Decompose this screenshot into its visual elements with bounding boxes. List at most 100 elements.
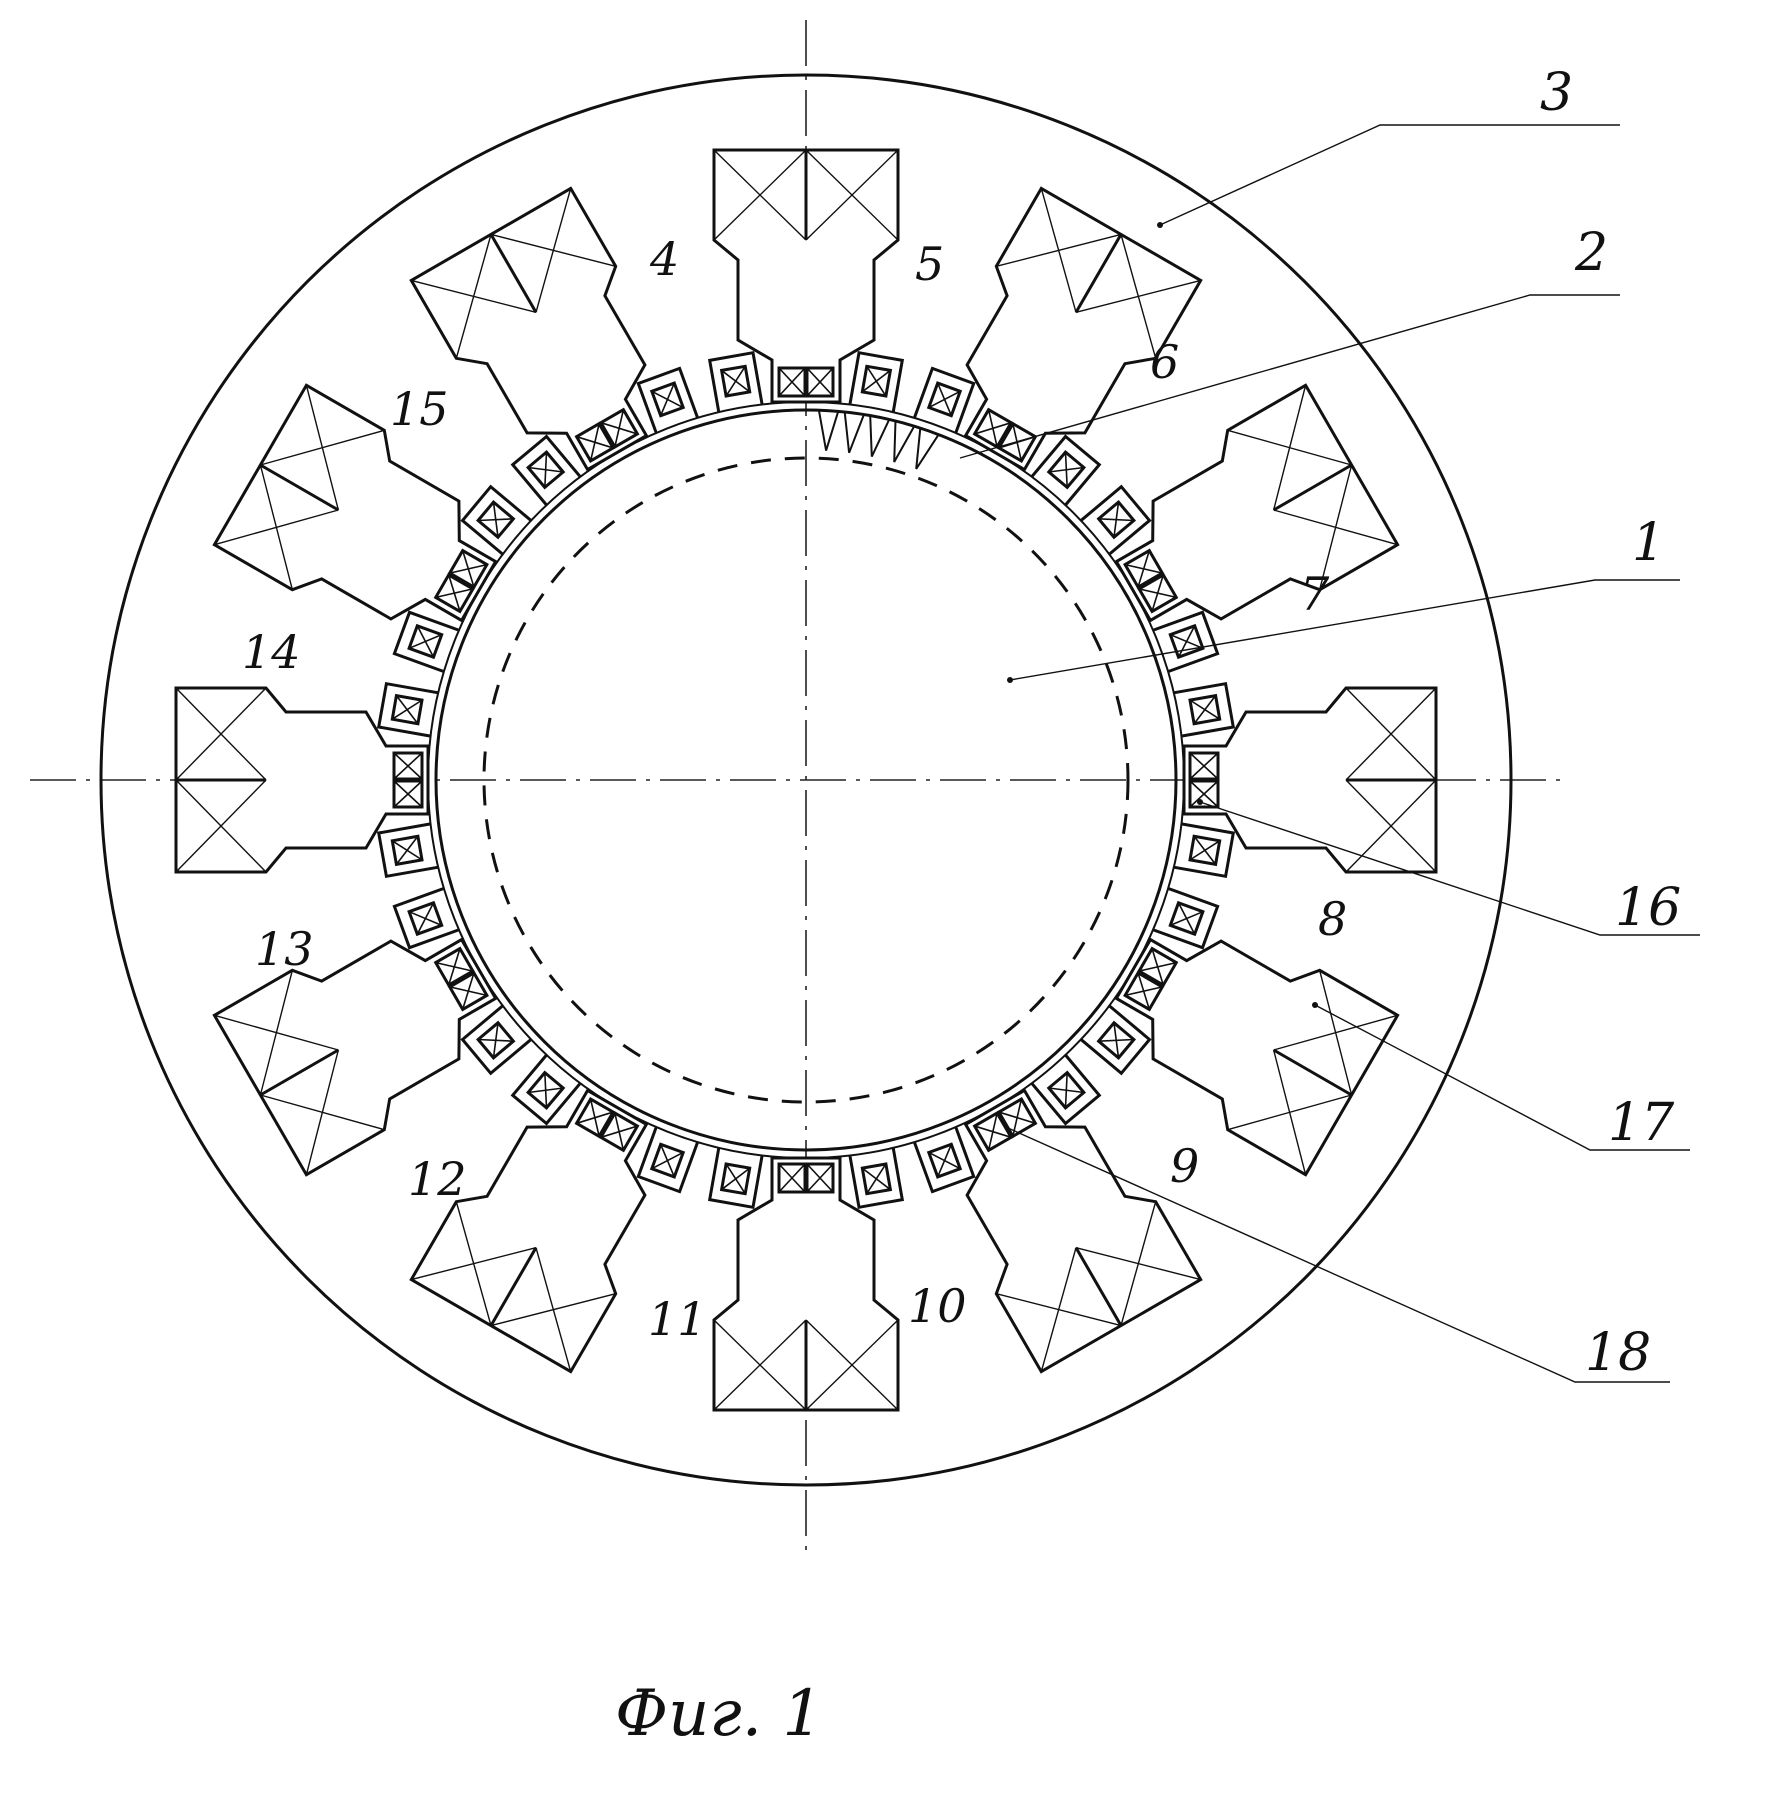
tooth-6-1-coil-cross-b — [659, 1143, 676, 1178]
tooth-3-0-coil-cross-b — [1189, 840, 1221, 861]
pole-label-5: 5 — [915, 237, 944, 291]
leader-17 — [1314, 1004, 1690, 1151]
tooth-3-1-outline — [1153, 887, 1220, 950]
pole-15-hatch-3 — [490, 233, 616, 268]
tooth-5-0-coil-cross-b — [928, 1151, 961, 1170]
tooth-2-0 — [1153, 610, 1220, 673]
tooth-5-1 — [848, 1148, 905, 1210]
tooth-6-0-coil-cross-b — [725, 1163, 746, 1195]
pole-15-coil-left-cross-b — [576, 435, 614, 449]
pole-12-hatch-1 — [305, 1049, 340, 1175]
stator-outer-circle — [99, 73, 1513, 1487]
pole-7-coil-right-cross-b — [1189, 780, 1219, 808]
pole-5-divider — [1074, 233, 1123, 314]
tooth-8-0-outline — [392, 887, 459, 950]
tooth-4-1-outline — [1030, 1054, 1102, 1126]
pole-11-hatch-3 — [455, 1201, 492, 1326]
tooth-9-0-coil-cross-b — [391, 699, 423, 720]
pole-14-hatch-3 — [260, 429, 385, 466]
tooth-11-0 — [636, 366, 699, 433]
tooth-4-0-coil-cross-b — [1098, 1038, 1134, 1042]
pole-8 — [1114, 937, 1400, 1177]
tooth-5-1-outline — [848, 1148, 905, 1210]
callout-labels: 3 2 1 16 17 18 — [1540, 63, 1681, 1383]
callout-1: 1 — [1632, 513, 1665, 573]
pole-4-hatch-3 — [805, 149, 899, 241]
pole-12-divider — [259, 1048, 340, 1097]
tooth-7-0-coil-cross-b — [544, 1072, 548, 1108]
pole-5-coil-left-cross-b — [987, 409, 998, 448]
pole-11-coil-left-cross-b — [614, 1112, 625, 1151]
tooth-6-1-outline — [636, 1127, 699, 1194]
pole-4-hatch-1 — [713, 149, 807, 241]
tooth-0-0-coil-cross-b — [866, 365, 887, 397]
tooth-11-0-coil-cross-b — [651, 390, 684, 409]
tooth-5-1-coil-cross-b — [861, 1167, 891, 1191]
pole-7-hatch-1 — [1345, 687, 1437, 781]
rotor-tooth-4 — [915, 428, 940, 470]
pole-label-12: 12 — [408, 1152, 467, 1206]
pole-14-coil-right-cross-b — [449, 563, 488, 574]
tooth-7-1 — [460, 1004, 532, 1076]
pole-13-hatch-3 — [175, 687, 267, 781]
pole-6 — [1114, 383, 1400, 623]
leader-16 — [1199, 801, 1700, 936]
callout-17: 17 — [1608, 1093, 1675, 1153]
tooth-9-1-outline — [392, 610, 459, 673]
callout-18: 18 — [1585, 1323, 1651, 1383]
pole-label-14: 14 — [242, 625, 301, 679]
leader-dot-16 — [1197, 799, 1203, 805]
tooth-8-0 — [392, 887, 459, 950]
figure-caption: Фиг. 1 — [615, 1677, 823, 1751]
tooth-0-1-coil-cross-b — [936, 382, 953, 417]
rotor-tooth-3 — [893, 420, 916, 463]
tooth-5-0 — [913, 1127, 976, 1194]
pole-13-coil-left-cross-b — [393, 780, 423, 808]
pole-6-hatch-1 — [1272, 385, 1307, 511]
tooth-4-1-coil-cross-b — [1048, 1087, 1084, 1094]
pole-label-10: 10 — [908, 1279, 967, 1333]
pole-label-7: 7 — [1300, 567, 1330, 621]
tooth-8-1-coil-cross-b — [395, 835, 419, 865]
pole-13 — [174, 686, 430, 874]
tooth-9-0-outline — [376, 681, 438, 738]
pole-14 — [212, 383, 498, 623]
callout-2: 2 — [1574, 223, 1608, 283]
callout-16: 16 — [1615, 878, 1681, 938]
pole-15-coil-right-cross-b — [600, 421, 638, 435]
tooth-9-1-coil-cross-b — [408, 633, 443, 650]
tooth-2-1-coil-cross-b — [1193, 695, 1217, 725]
tooth-0-0-outline — [848, 350, 905, 412]
tooth-7-1-outline — [460, 1004, 532, 1076]
pole-11-coil-right-cross-b — [589, 1098, 600, 1137]
pole-6-coil-left-cross-b — [1137, 550, 1151, 588]
tooth-0-1-outline — [913, 366, 976, 433]
rotor-teeth-detail — [817, 410, 940, 470]
tooth-11-1-outline — [707, 350, 764, 412]
tooth-4-0-outline — [1080, 1004, 1152, 1076]
pole-10-hatch-3 — [713, 1319, 807, 1411]
tooth-0-0 — [848, 350, 905, 412]
tooth-1-0-outline — [1030, 434, 1102, 506]
pole-6-divider — [1272, 463, 1353, 512]
rotor-tooth-1 — [843, 411, 865, 454]
tooth-7-1-coil-cross-b — [492, 1022, 499, 1058]
tooth-2-1 — [1174, 681, 1236, 738]
tooth-10-1-coil-cross-b — [528, 466, 564, 473]
leader-dot-17 — [1312, 1002, 1318, 1008]
pole-12-hatch-3 — [259, 970, 294, 1096]
tooth-10-0-outline — [460, 484, 532, 556]
pole-13-hatch-1 — [175, 779, 267, 873]
leader-18 — [1007, 1127, 1670, 1383]
leader-2 — [959, 294, 1620, 459]
pole-5 — [963, 186, 1203, 472]
pole-7-coil-left-cross-b — [1189, 752, 1219, 780]
pole-9-coil-left-cross-b — [998, 1111, 1036, 1125]
tooth-3-0-outline — [1174, 822, 1236, 879]
pole-14-hatch-1 — [214, 509, 339, 546]
pole-5-hatch-1 — [1040, 188, 1077, 313]
stator-bore-circle — [427, 401, 1185, 1159]
tooth-6-0 — [707, 1148, 764, 1210]
pole-15-hatch-1 — [411, 279, 537, 314]
